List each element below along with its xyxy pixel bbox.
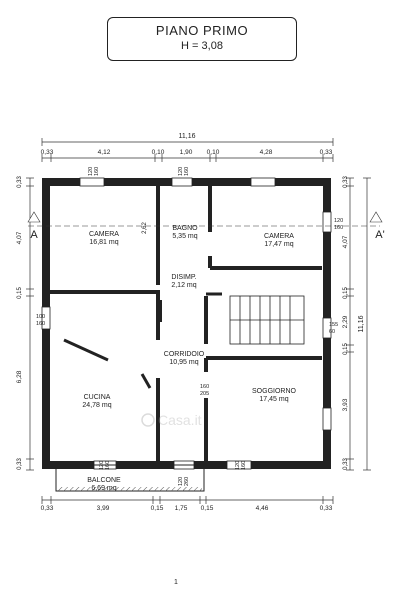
bottom-dimension: 0,33 bbox=[41, 505, 54, 512]
section-label-left: A bbox=[30, 229, 38, 241]
section-line bbox=[27, 211, 383, 227]
interior-walls bbox=[50, 186, 322, 461]
svg-text:160: 160 bbox=[334, 225, 343, 231]
svg-text:120: 120 bbox=[178, 167, 184, 176]
svg-text:2,12 mq: 2,12 mq bbox=[171, 282, 196, 289]
svg-text:160: 160 bbox=[184, 167, 190, 176]
top-dimension: 4,12 bbox=[98, 149, 111, 156]
bottom-dimension: 0,33 bbox=[320, 505, 333, 512]
right-dimensions bbox=[346, 177, 371, 471]
svg-text:10,95 mq: 10,95 mq bbox=[169, 359, 198, 366]
svg-text:160: 160 bbox=[36, 321, 45, 327]
bottom-dimensions bbox=[41, 496, 334, 504]
svg-text:260: 260 bbox=[184, 477, 190, 486]
right-dimension: 0,33 bbox=[343, 458, 349, 470]
bottom-dimension: 3,99 bbox=[97, 505, 110, 512]
door-swings bbox=[63, 292, 222, 389]
svg-text:Casa.it: Casa.it bbox=[158, 412, 202, 428]
svg-text:CORRIDOIO: CORRIDOIO bbox=[164, 351, 205, 358]
svg-text:17,47 mq: 17,47 mq bbox=[264, 241, 293, 248]
top-dimension: 0,10 bbox=[152, 149, 165, 156]
opening-label: 100 160 bbox=[36, 314, 45, 327]
opening-label: 120 160 bbox=[88, 167, 100, 176]
opening-label: 120 160 bbox=[99, 461, 111, 470]
opening-label: 120 160 bbox=[178, 167, 190, 176]
svg-text:6,69 mq: 6,69 mq bbox=[91, 485, 116, 492]
bottom-dimension: 0,15 bbox=[201, 505, 214, 512]
svg-text:120: 120 bbox=[235, 461, 241, 470]
svg-text:CAMERA: CAMERA bbox=[264, 233, 294, 240]
opening-label: 155 60 bbox=[329, 322, 338, 335]
balcony bbox=[55, 464, 205, 492]
svg-text:160: 160 bbox=[94, 167, 100, 176]
right-dimension: 3,93 bbox=[342, 398, 349, 411]
room-label-bagno: BAGNO 5,35 mq bbox=[172, 225, 198, 240]
top-dimension: 4,28 bbox=[260, 149, 273, 156]
left-dimension: 4,07 bbox=[16, 231, 23, 244]
ceiling-height: H = 3,08 bbox=[181, 40, 223, 52]
bottom-dimension: 1,75 bbox=[175, 505, 188, 512]
bottom-dimension: 0,15 bbox=[151, 505, 164, 512]
svg-text:DISIMP.: DISIMP. bbox=[171, 274, 196, 281]
top-dimensions bbox=[41, 138, 334, 162]
right-dimension: 2,29 bbox=[342, 315, 349, 328]
svg-text:BAGNO: BAGNO bbox=[172, 225, 198, 232]
bottom-dimension: 4,46 bbox=[256, 505, 269, 512]
svg-text:120: 120 bbox=[99, 461, 105, 470]
left-dimension: 6,28 bbox=[16, 370, 23, 383]
svg-text:120: 120 bbox=[88, 167, 94, 176]
left-dimension: 0,15 bbox=[17, 287, 23, 299]
left-dimension: 0,33 bbox=[17, 458, 23, 470]
staircase bbox=[229, 295, 305, 345]
watermark-logo-icon bbox=[141, 413, 155, 427]
top-dimension: 0,10 bbox=[207, 149, 220, 156]
plan-title: PIANO PRIMO bbox=[155, 23, 249, 38]
svg-text:5,35 mq: 5,35 mq bbox=[172, 233, 197, 240]
svg-text:160: 160 bbox=[241, 461, 247, 470]
door-height-label: 2,62 bbox=[142, 222, 148, 234]
svg-text:17,45 mq: 17,45 mq bbox=[259, 396, 288, 403]
svg-text:160: 160 bbox=[105, 461, 111, 470]
right-dimension: 0,15 bbox=[343, 343, 349, 355]
right-dimension: 0,33 bbox=[343, 176, 349, 188]
svg-text:SOGGIORNO: SOGGIORNO bbox=[252, 388, 297, 395]
watermark: Casa.it bbox=[141, 412, 202, 428]
svg-text:60: 60 bbox=[329, 329, 335, 335]
svg-text:24,78 mq: 24,78 mq bbox=[82, 402, 111, 409]
svg-text:160: 160 bbox=[200, 384, 209, 390]
page-mark: 1 bbox=[174, 579, 178, 586]
svg-text:205: 205 bbox=[200, 391, 209, 397]
svg-text:120: 120 bbox=[178, 477, 184, 486]
left-dimension: 0,33 bbox=[17, 176, 23, 188]
room-label-camera-1: CAMERA 16,81 mq bbox=[89, 231, 119, 246]
svg-text:155: 155 bbox=[329, 322, 338, 328]
title-box: PIANO PRIMO H = 3,08 bbox=[107, 17, 297, 61]
svg-text:16,81 mq: 16,81 mq bbox=[89, 239, 118, 246]
opening-label: 120 260 bbox=[178, 477, 190, 486]
room-label-camera-2: CAMERA 17,47 mq bbox=[264, 233, 294, 248]
top-dimension: 0,33 bbox=[320, 149, 333, 156]
opening-label: 120 160 bbox=[334, 218, 343, 231]
top-total-dimension: 11,16 bbox=[179, 133, 196, 140]
room-label-disimpegno: DISIMP. 2,12 mq bbox=[171, 274, 196, 289]
top-dimension: 0,33 bbox=[41, 149, 54, 156]
svg-text:100: 100 bbox=[36, 314, 45, 320]
opening-label: 120 160 bbox=[235, 461, 247, 470]
left-dimensions bbox=[26, 177, 34, 471]
svg-text:CUCINA: CUCINA bbox=[84, 394, 111, 401]
section-label-right: A' bbox=[375, 229, 384, 241]
room-label-corridoio: CORRIDOIO 10,95 mq bbox=[164, 351, 205, 366]
svg-text:BALCONE: BALCONE bbox=[87, 477, 121, 484]
top-dimension: 1,90 bbox=[180, 149, 193, 156]
right-total-dimension: 11,16 bbox=[358, 315, 365, 332]
svg-text:CAMERA: CAMERA bbox=[89, 231, 119, 238]
svg-text:120: 120 bbox=[334, 218, 343, 224]
room-label-balcone: BALCONE 6,69 mq bbox=[87, 477, 121, 492]
room-label-soggiorno: SOGGIORNO 17,45 mq bbox=[252, 388, 297, 403]
right-dimension: 0,15 bbox=[343, 287, 349, 299]
room-label-cucina: CUCINA 24,78 mq bbox=[82, 394, 111, 409]
right-dimension: 4,07 bbox=[342, 235, 349, 248]
opening-label: 160 205 bbox=[200, 384, 209, 397]
